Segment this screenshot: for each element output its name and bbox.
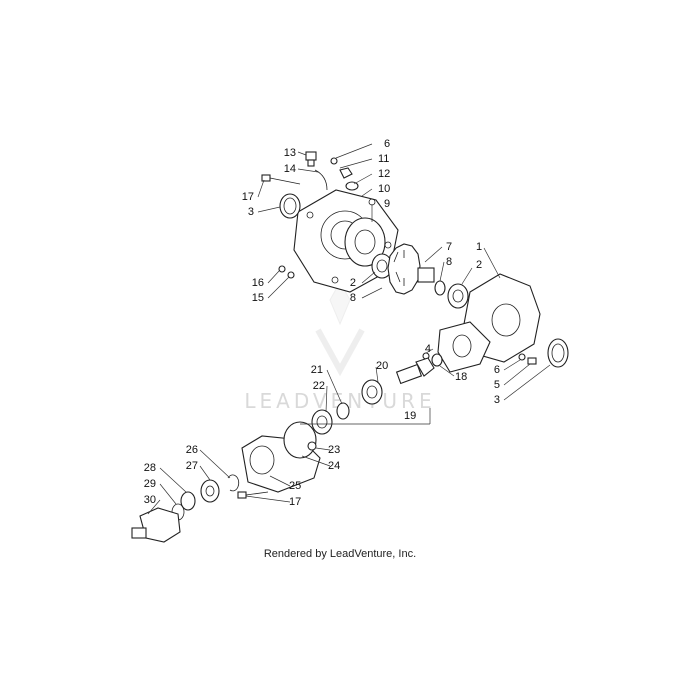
callout-20: 20 — [376, 360, 388, 372]
plug-right — [527, 357, 537, 365]
callout-2-left: 2 — [350, 277, 356, 289]
shim-right — [434, 280, 446, 296]
ring-gear — [387, 243, 435, 295]
callout-11: 11 — [378, 153, 389, 165]
callout-labels: 13 14 6 11 12 10 9 17 3 16 15 2 8 7 8 2 … — [144, 138, 500, 508]
callout-6-upper: 6 — [384, 138, 390, 150]
callout-21: 21 — [311, 364, 323, 376]
callout-27: 27 — [186, 460, 198, 472]
callout-30: 30 — [144, 494, 156, 506]
callout-14: 14 — [284, 163, 296, 175]
callout-24: 24 — [328, 460, 340, 472]
housing-gasket — [283, 421, 317, 459]
callout-10: 10 — [378, 183, 390, 195]
callout-23: 23 — [328, 444, 340, 456]
pinion-nut — [431, 353, 443, 367]
callout-4: 4 — [425, 343, 431, 355]
callout-8-left: 8 — [350, 292, 356, 304]
bearing-upper-right — [447, 283, 469, 309]
oil-seal-right — [547, 338, 569, 368]
callout-18: 18 — [455, 371, 467, 383]
washer-upper — [330, 157, 338, 165]
fill-plug — [305, 151, 317, 167]
callout-12: 12 — [378, 168, 390, 180]
callout-1: 1 — [476, 241, 482, 253]
callout-13: 13 — [284, 147, 296, 159]
washer-right — [518, 353, 526, 361]
oil-seal-left — [279, 193, 301, 219]
shim-disc — [344, 217, 386, 267]
snap-ring-lower — [227, 474, 240, 492]
pinion-bearing-outer — [311, 409, 333, 435]
callout-16: 16 — [252, 277, 264, 289]
washer-left — [278, 265, 286, 273]
callout-22: 22 — [313, 380, 325, 392]
bolt-lower — [237, 491, 269, 499]
callout-3-right: 3 — [494, 394, 500, 406]
gear-case-housing — [437, 273, 541, 373]
callout-17-lower: 17 — [289, 496, 301, 508]
callout-15: 15 — [252, 292, 264, 304]
callout-7: 7 — [446, 241, 452, 253]
callout-26: 26 — [186, 444, 198, 456]
leader-lines — [147, 143, 551, 515]
o-ring-upper — [345, 181, 359, 191]
callout-17-upper: 17 — [242, 191, 254, 203]
callout-3-left: 3 — [248, 206, 254, 218]
input-flange — [131, 507, 181, 543]
callout-9: 9 — [384, 198, 390, 210]
pinion-spacer — [336, 402, 350, 420]
callout-19: 19 — [404, 410, 416, 422]
bolt-upper — [261, 174, 301, 185]
callout-29: 29 — [144, 478, 156, 490]
seal-lower — [180, 491, 196, 511]
render-caption: Rendered by LeadVenture, Inc. — [264, 548, 416, 560]
pinion-bearing — [361, 379, 383, 405]
vent-tube — [314, 169, 328, 191]
o-ring-lower — [307, 441, 317, 451]
callout-8-right: 8 — [446, 256, 452, 268]
callout-2-right: 2 — [476, 259, 482, 271]
callout-28: 28 — [144, 462, 156, 474]
callout-5: 5 — [494, 379, 500, 391]
bolt-left — [287, 271, 295, 279]
nut-upper — [339, 167, 353, 179]
callout-25: 25 — [289, 480, 301, 492]
pinion-gear — [395, 357, 435, 385]
callout-6-right: 6 — [494, 364, 500, 376]
bearing-lower — [200, 479, 220, 503]
